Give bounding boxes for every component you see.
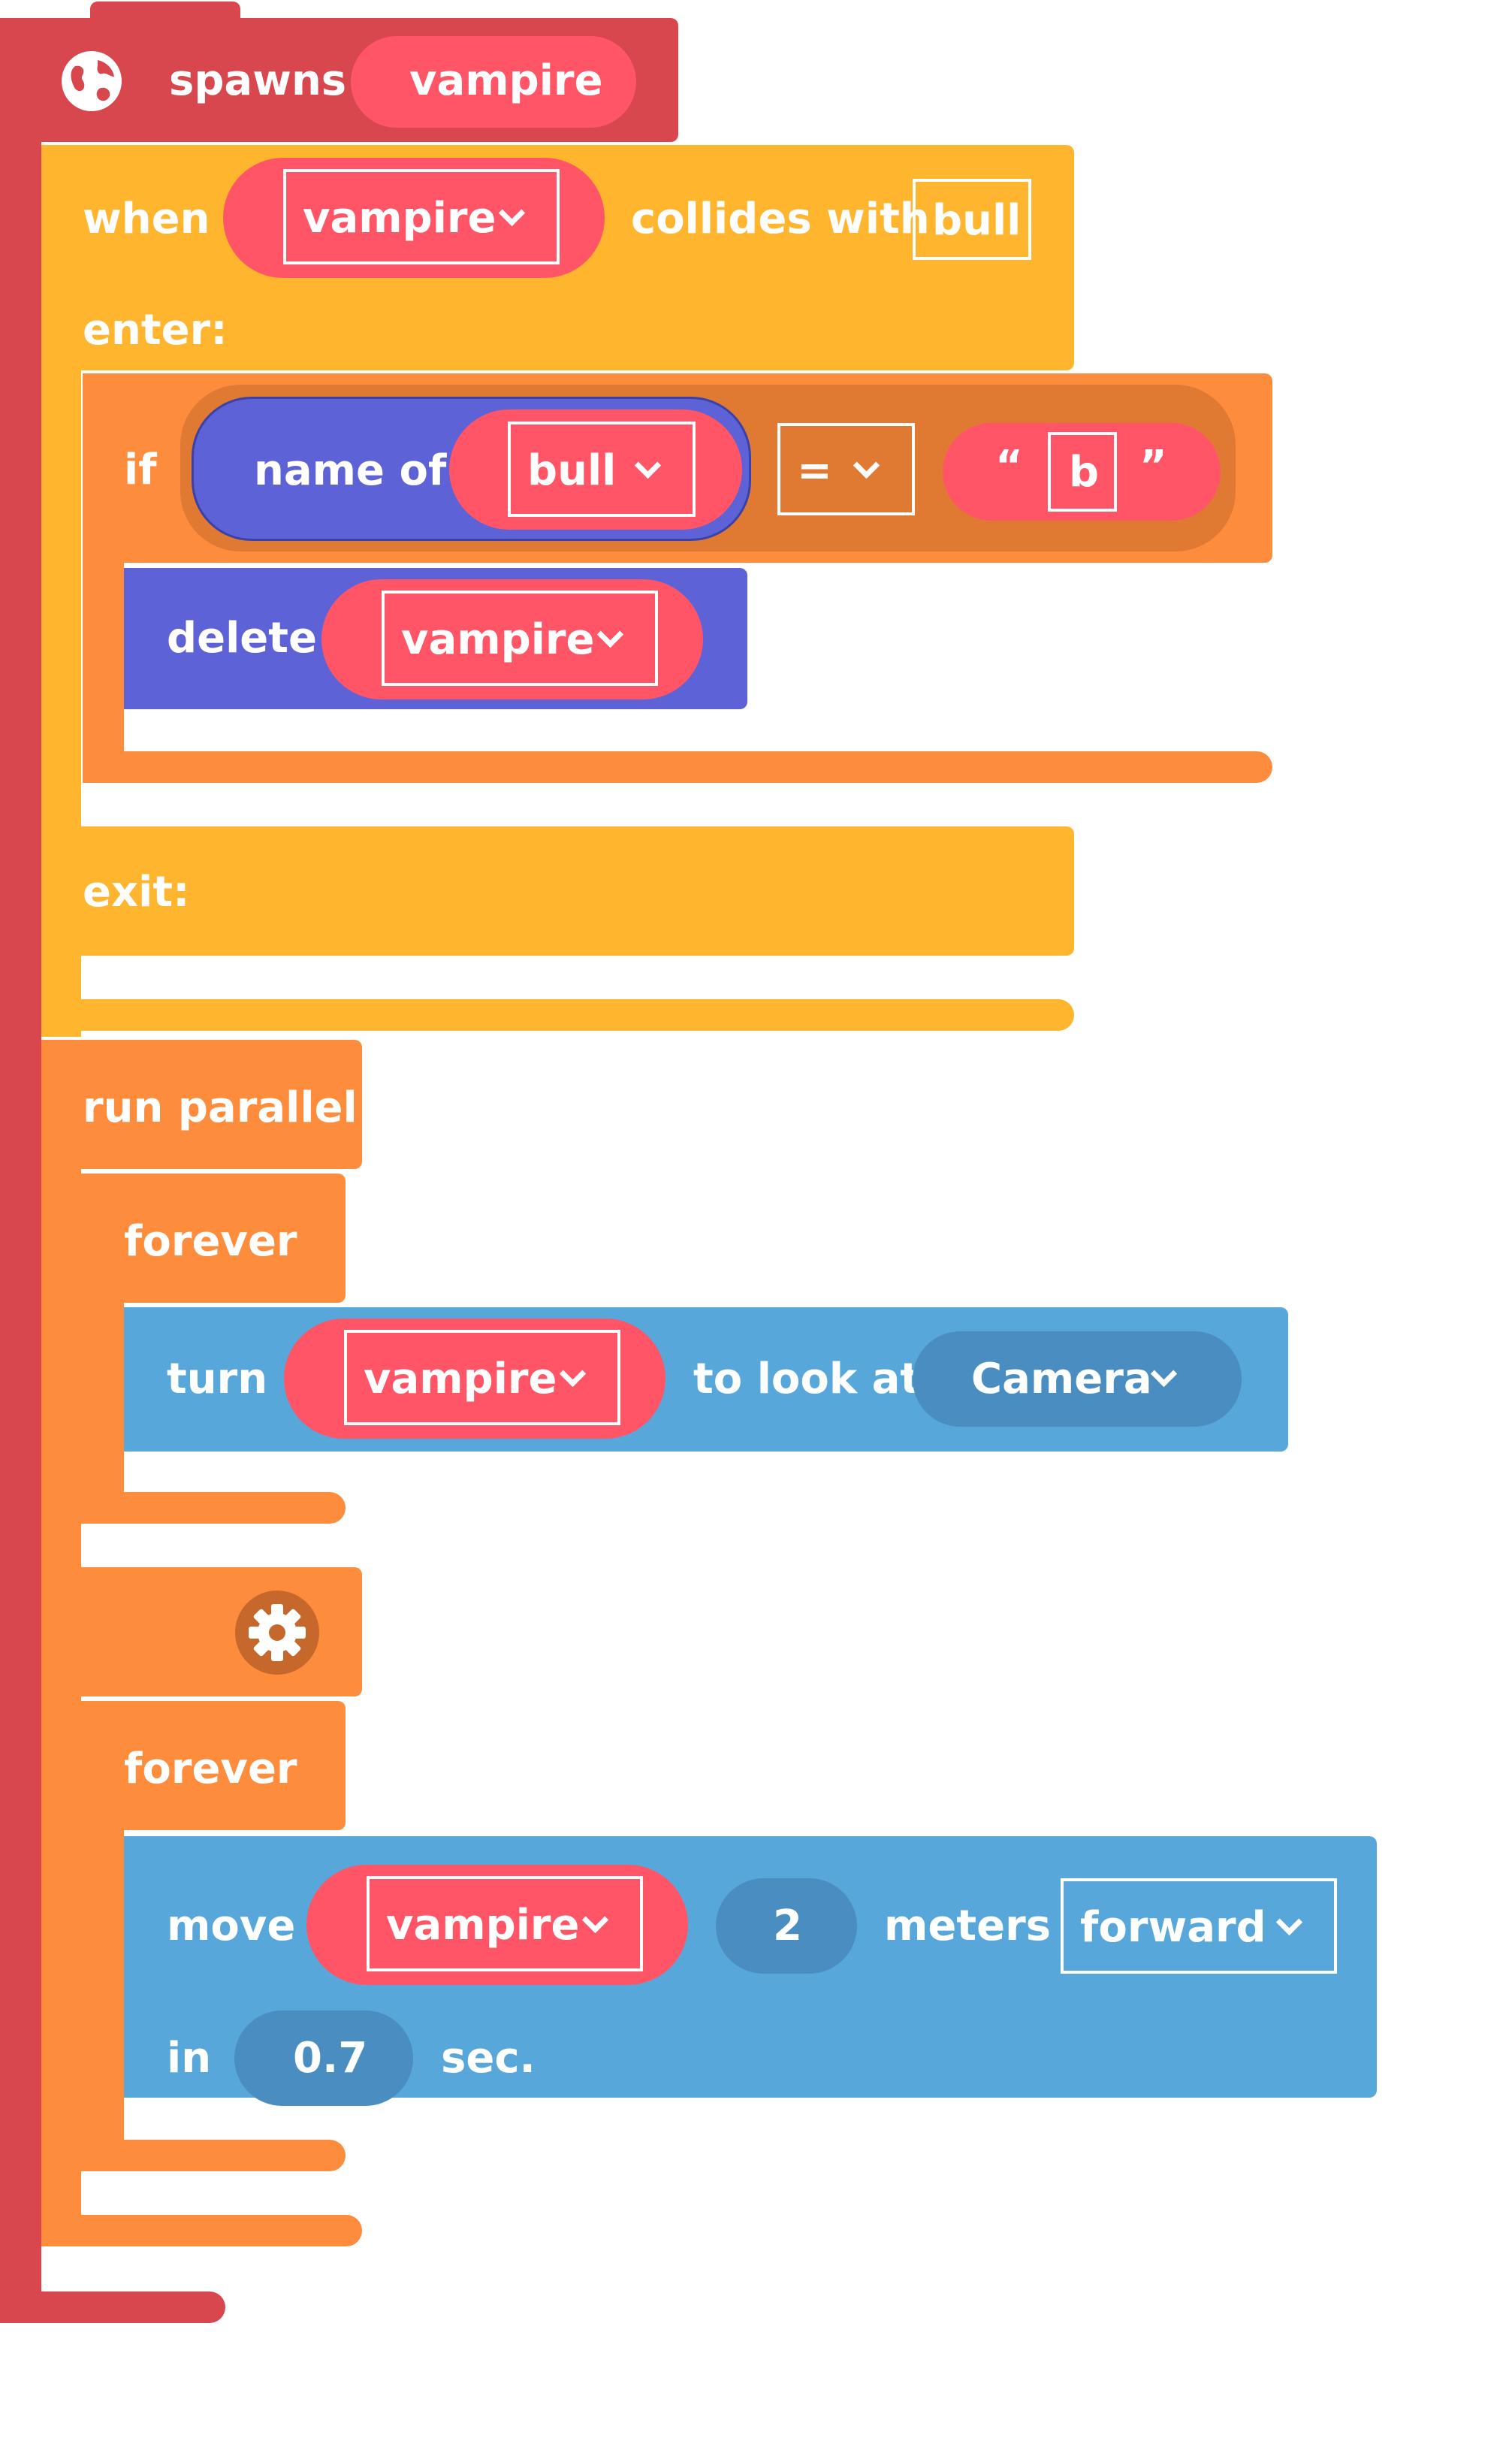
- collision-target-field[interactable]: bull: [913, 179, 1031, 260]
- exit-label: exit:: [83, 868, 190, 917]
- move-object-value: vampire: [386, 1901, 580, 1950]
- string-literal-block[interactable]: “ b ”: [943, 423, 1221, 521]
- chevron-down-icon: [559, 1360, 587, 1388]
- name-of-object-value: bull: [527, 446, 617, 495]
- forever-2-footer: [81, 2140, 346, 2171]
- move-direction-value: forward: [1080, 1903, 1266, 1952]
- chevron-down-icon: [596, 621, 624, 648]
- run-parallel-footer: [41, 2215, 362, 2246]
- forever-1-label: forever: [124, 1217, 297, 1266]
- collision-object-dropdown[interactable]: vampire: [283, 169, 560, 264]
- spawn-block-footer: [0, 2291, 225, 2323]
- turn-label: turn: [167, 1355, 268, 1403]
- name-of-block[interactable]: name of bull: [192, 397, 751, 541]
- collision-object-value: vampire: [303, 194, 496, 243]
- collision-object-pill[interactable]: vampire: [223, 158, 605, 278]
- collides-with-label: collides with: [631, 195, 930, 243]
- chevron-down-icon: [853, 452, 880, 479]
- delete-object-dropdown[interactable]: vampire: [382, 591, 658, 686]
- chevron-down-icon: [581, 1906, 609, 1934]
- move-direction-dropdown[interactable]: forward: [1061, 1878, 1337, 1974]
- move-duration-value: 0.7: [293, 2034, 368, 2083]
- in-label: in: [167, 2034, 212, 2083]
- collision-block-footer: [41, 999, 1074, 1031]
- move-distance-input[interactable]: 2: [716, 1878, 857, 1974]
- move-duration-input[interactable]: 0.7: [234, 2011, 413, 2106]
- spawn-block-notch: [90, 2, 240, 32]
- to-look-at-label: to look at: [693, 1355, 921, 1403]
- forever-2-spine: [81, 1818, 124, 2171]
- string-value: b: [1069, 448, 1100, 497]
- operator-dropdown[interactable]: =: [777, 423, 915, 515]
- turn-object-dropdown[interactable]: vampire: [344, 1330, 620, 1425]
- turn-block[interactable]: turn vampire to look at Camera: [124, 1307, 1288, 1452]
- if-block-footer: [83, 751, 1272, 783]
- spawn-block-spine: [0, 113, 41, 2322]
- run-parallel-spine: [41, 1157, 81, 2239]
- run-parallel-header[interactable]: [41, 1040, 362, 1169]
- spawn-object-pill[interactable]: vampire: [351, 36, 636, 128]
- chevron-down-icon: [498, 199, 526, 227]
- spawns-label: spawns: [169, 56, 347, 105]
- turn-target-value: Camera: [971, 1355, 1152, 1403]
- if-label: if: [124, 446, 157, 494]
- name-of-object-pill[interactable]: bull: [449, 409, 742, 530]
- forever-1-footer: [81, 1492, 346, 1524]
- forever-1-spine: [81, 1292, 124, 1521]
- when-label: when: [83, 195, 210, 243]
- turn-object-value: vampire: [364, 1355, 557, 1403]
- close-quote: ”: [1139, 442, 1167, 491]
- move-object-dropdown[interactable]: vampire: [367, 1876, 643, 1971]
- delete-object-pill[interactable]: vampire: [321, 579, 703, 699]
- move-block[interactable]: move vampire 2 meters forward in 0.7 sec…: [124, 1836, 1377, 2106]
- if-block-spine: [83, 556, 124, 781]
- forever-2-label: forever: [124, 1745, 297, 1793]
- sec-label: sec.: [441, 2034, 536, 2083]
- name-of-label: name of: [254, 446, 447, 495]
- collision-target-value: bull: [932, 196, 1022, 245]
- meters-label: meters: [884, 1902, 1052, 1950]
- chevron-down-icon: [1275, 1908, 1303, 1936]
- name-of-object-dropdown[interactable]: bull: [508, 421, 696, 517]
- move-object-pill[interactable]: vampire: [306, 1865, 688, 1985]
- delete-label: delete: [167, 614, 317, 663]
- turn-object-pill[interactable]: vampire: [284, 1319, 665, 1439]
- delete-block[interactable]: delete vampire: [124, 568, 747, 709]
- move-distance-value: 2: [773, 1902, 802, 1950]
- spawn-object-value: vampire: [409, 56, 603, 105]
- delete-object-value: vampire: [401, 615, 595, 664]
- move-label: move: [167, 1902, 296, 1950]
- gear-icon[interactable]: [235, 1591, 319, 1675]
- turn-target-dropdown[interactable]: Camera: [913, 1331, 1242, 1427]
- operator-value: =: [797, 446, 832, 495]
- enter-label: enter:: [83, 306, 228, 355]
- forever-1-header[interactable]: [81, 1174, 346, 1303]
- chevron-down-icon: [634, 452, 662, 479]
- globe-icon: [60, 50, 123, 113]
- forever-2-header[interactable]: [81, 1701, 346, 1830]
- open-quote: “: [995, 442, 1023, 491]
- string-value-field[interactable]: b: [1048, 432, 1117, 512]
- run-parallel-label: run parallel: [83, 1083, 358, 1132]
- chevron-down-icon: [1150, 1360, 1178, 1388]
- collision-exit-bar: [41, 826, 1074, 956]
